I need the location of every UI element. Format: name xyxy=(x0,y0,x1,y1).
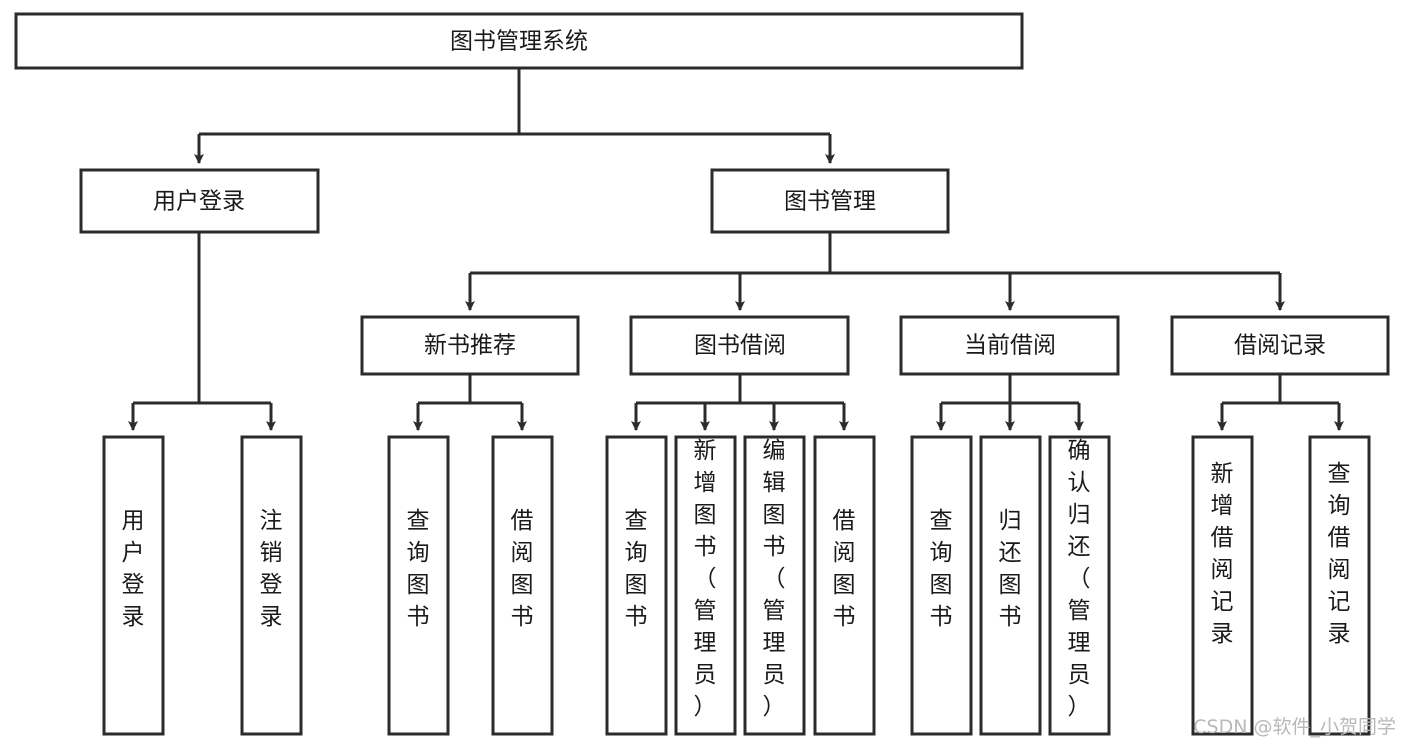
leaf-label: 注销登录 xyxy=(260,508,283,630)
node-book-borrow[interactable]: 图书借阅 xyxy=(629,315,850,376)
node-root-label: 图书管理系统 xyxy=(450,29,588,55)
leaf-box[interactable] xyxy=(102,435,165,736)
node-book-borrow-label: 图书借阅 xyxy=(694,333,786,359)
leaf-node[interactable]: 确认归还（管理员） xyxy=(1048,435,1111,736)
watermark-text: CSDN @软件_小贺同学 xyxy=(1193,716,1396,738)
leaf-box[interactable] xyxy=(387,435,450,736)
leaf-box[interactable] xyxy=(1191,435,1254,736)
node-borrow-record[interactable]: 借阅记录 xyxy=(1170,315,1390,376)
leaf-box[interactable] xyxy=(674,435,737,736)
node-root-box[interactable] xyxy=(14,12,1024,70)
leaf-box[interactable] xyxy=(1048,435,1111,736)
node-borrow-record-label: 借阅记录 xyxy=(1234,333,1326,359)
node-root[interactable]: 图书管理系统 xyxy=(14,12,1024,70)
leaf-box[interactable] xyxy=(910,435,973,736)
leaf-label: 查询借阅记录 xyxy=(1328,461,1351,647)
node-user-login-box[interactable] xyxy=(79,168,320,234)
leaf-box[interactable] xyxy=(813,435,876,736)
leaf-node[interactable]: 查询图书 xyxy=(910,435,973,736)
node-book-manage[interactable]: 图书管理 xyxy=(710,168,950,234)
leaf-box[interactable] xyxy=(605,435,668,736)
node-book-manage-box[interactable] xyxy=(710,168,950,234)
edge-layer xyxy=(128,68,1344,431)
node-current-borrow-label: 当前借阅 xyxy=(964,333,1056,359)
node-current-borrow[interactable]: 当前借阅 xyxy=(899,315,1120,376)
node-borrow-record-box[interactable] xyxy=(1170,315,1390,376)
leaf-box[interactable] xyxy=(743,435,806,736)
leaf-label: 借阅图书 xyxy=(833,508,856,630)
leaf-node[interactable]: 借阅图书 xyxy=(813,435,876,736)
leaf-label: 查询图书 xyxy=(930,508,953,630)
leaf-label: 查询图书 xyxy=(407,508,430,630)
node-book-manage-label: 图书管理 xyxy=(784,189,876,215)
node-user-login-label: 用户登录 xyxy=(153,189,245,215)
leaf-label: 编辑图书（管理员） xyxy=(763,438,786,720)
leaf-node[interactable]: 编辑图书（管理员） xyxy=(743,435,806,736)
leaf-box[interactable] xyxy=(491,435,554,736)
leaf-node[interactable]: 新增图书（管理员） xyxy=(674,435,737,736)
leaf-label: 归还图书 xyxy=(999,508,1022,630)
leaf-node[interactable]: 借阅图书 xyxy=(491,435,554,736)
leaf-box[interactable] xyxy=(1308,435,1371,736)
leaf-label: 新增借阅记录 xyxy=(1211,461,1234,647)
node-new-book-recommend-label: 新书推荐 xyxy=(424,333,516,359)
leaf-label: 查询图书 xyxy=(625,508,648,630)
leaf-label: 借阅图书 xyxy=(511,508,534,630)
leaf-box[interactable] xyxy=(979,435,1042,736)
leaf-node[interactable]: 用户登录 xyxy=(102,435,165,736)
leaf-node[interactable]: 查询借阅记录 xyxy=(1308,435,1371,736)
leaf-box[interactable] xyxy=(240,435,303,736)
node-current-borrow-box[interactable] xyxy=(899,315,1120,376)
leaf-node[interactable]: 查询图书 xyxy=(605,435,668,736)
leaf-node[interactable]: 新增借阅记录 xyxy=(1191,435,1254,736)
leaf-node[interactable]: 归还图书 xyxy=(979,435,1042,736)
node-new-book-recommend[interactable]: 新书推荐 xyxy=(360,315,580,376)
leaf-label: 用户登录 xyxy=(122,508,145,630)
leaf-label: 确认归还（管理员） xyxy=(1068,438,1091,720)
leaf-label: 新增图书（管理员） xyxy=(694,438,717,720)
node-book-borrow-box[interactable] xyxy=(629,315,850,376)
leaf-node[interactable]: 查询图书 xyxy=(387,435,450,736)
node-new-book-recommend-box[interactable] xyxy=(360,315,580,376)
leaf-node[interactable]: 注销登录 xyxy=(240,435,303,736)
node-user-login[interactable]: 用户登录 xyxy=(79,168,320,234)
